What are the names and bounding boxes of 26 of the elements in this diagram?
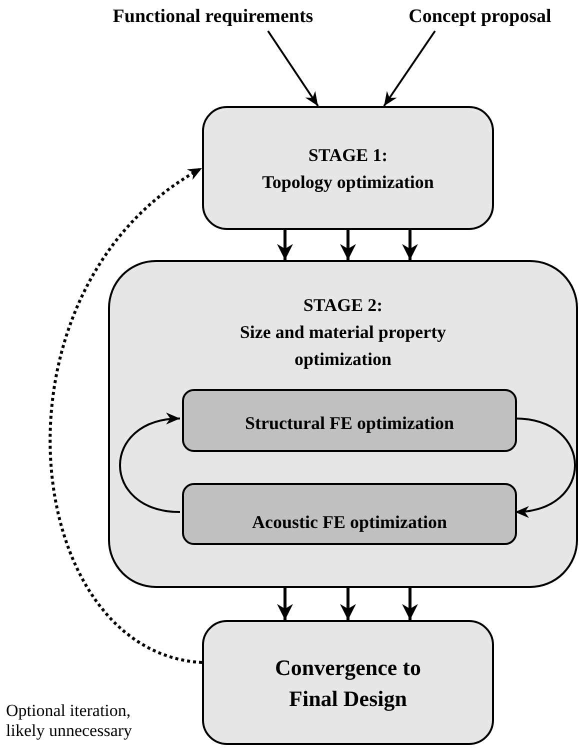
stage-title: Topology optimization bbox=[261, 171, 435, 194]
process-box bbox=[182, 389, 517, 452]
process-box bbox=[182, 483, 517, 545]
stage-heading: STAGE 1: bbox=[307, 144, 389, 167]
dotted-arrow bbox=[49, 166, 203, 664]
note-text: Optional iteration, likely unnecessary bbox=[6, 701, 134, 741]
arrow bbox=[402, 588, 418, 620]
box-label: Acoustic FE optimization bbox=[251, 511, 448, 534]
box-label: Structural FE optimization bbox=[244, 412, 455, 435]
arrow bbox=[383, 30, 436, 107]
input-label: Concept proposal bbox=[408, 5, 552, 29]
arrow bbox=[514, 418, 576, 517]
process-box bbox=[108, 260, 578, 588]
arrow bbox=[340, 588, 356, 620]
stage-heading: STAGE 2: bbox=[302, 294, 384, 317]
arrow bbox=[119, 414, 180, 513]
arrow bbox=[402, 230, 418, 260]
process-box bbox=[202, 106, 494, 230]
stage-title: Size and material property optimization bbox=[238, 321, 448, 371]
box-label: Convergence to Final Design bbox=[274, 654, 422, 713]
arrow bbox=[277, 588, 293, 620]
arrow bbox=[267, 30, 319, 107]
input-label: Functional requirements bbox=[112, 5, 314, 29]
arrow bbox=[340, 230, 356, 260]
arrow bbox=[277, 230, 293, 260]
process-box bbox=[202, 620, 494, 745]
